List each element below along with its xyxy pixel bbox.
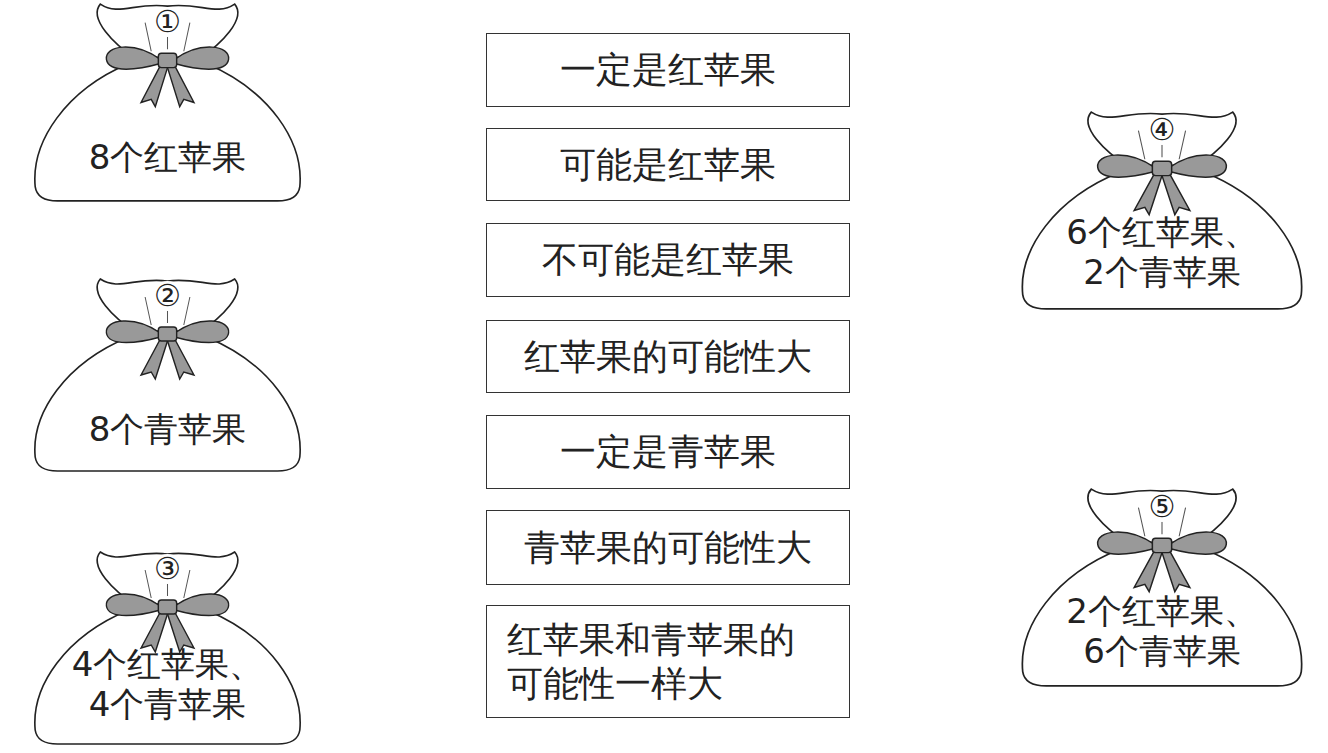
bag-content: 6个红苹果、 2个青苹果: [1037, 213, 1287, 293]
answer-box: 一定是红苹果: [486, 33, 850, 107]
answer-box: 红苹果的可能性大: [486, 320, 850, 393]
apple-bag: ④ 6个红苹果、 2个青苹果: [1012, 108, 1312, 313]
callout-number: ⑤: [1147, 492, 1178, 522]
bag-content: 8个青苹果: [48, 410, 288, 450]
bag-content: 8个红苹果: [48, 138, 288, 178]
apple-bag: ⑤ 2个红苹果、 6个青苹果: [1012, 485, 1312, 690]
answer-box: 不可能是红苹果: [486, 223, 850, 297]
box-text: 可能是红苹果: [560, 143, 776, 186]
callout-number: ②: [152, 281, 183, 311]
callout-number: ④: [1147, 115, 1178, 145]
callout-number: ③: [152, 554, 183, 584]
answer-box: 可能是红苹果: [486, 128, 850, 201]
apple-bag: ① 8个红苹果: [25, 0, 310, 205]
callout-number: ①: [152, 7, 183, 37]
box-text: 不可能是红苹果: [542, 238, 794, 281]
box-text: 红苹果的可能性大: [524, 335, 812, 378]
answer-box: 一定是青苹果: [486, 415, 850, 489]
apple-bag: ② 8个青苹果: [25, 275, 310, 475]
box-text: 红苹果和青苹果的 可能性一样大: [507, 618, 829, 704]
answer-box: 青苹果的可能性大: [486, 510, 850, 585]
box-text: 一定是青苹果: [560, 430, 776, 473]
bag-content: 2个红苹果、 6个青苹果: [1037, 592, 1287, 672]
box-text: 一定是红苹果: [560, 48, 776, 91]
apple-bag: ③ 4个红苹果、 4个青苹果: [25, 548, 310, 748]
bag-content: 4个红苹果、 4个青苹果: [43, 645, 293, 725]
box-text: 青苹果的可能性大: [524, 526, 812, 569]
answer-box: 红苹果和青苹果的 可能性一样大: [486, 605, 850, 718]
